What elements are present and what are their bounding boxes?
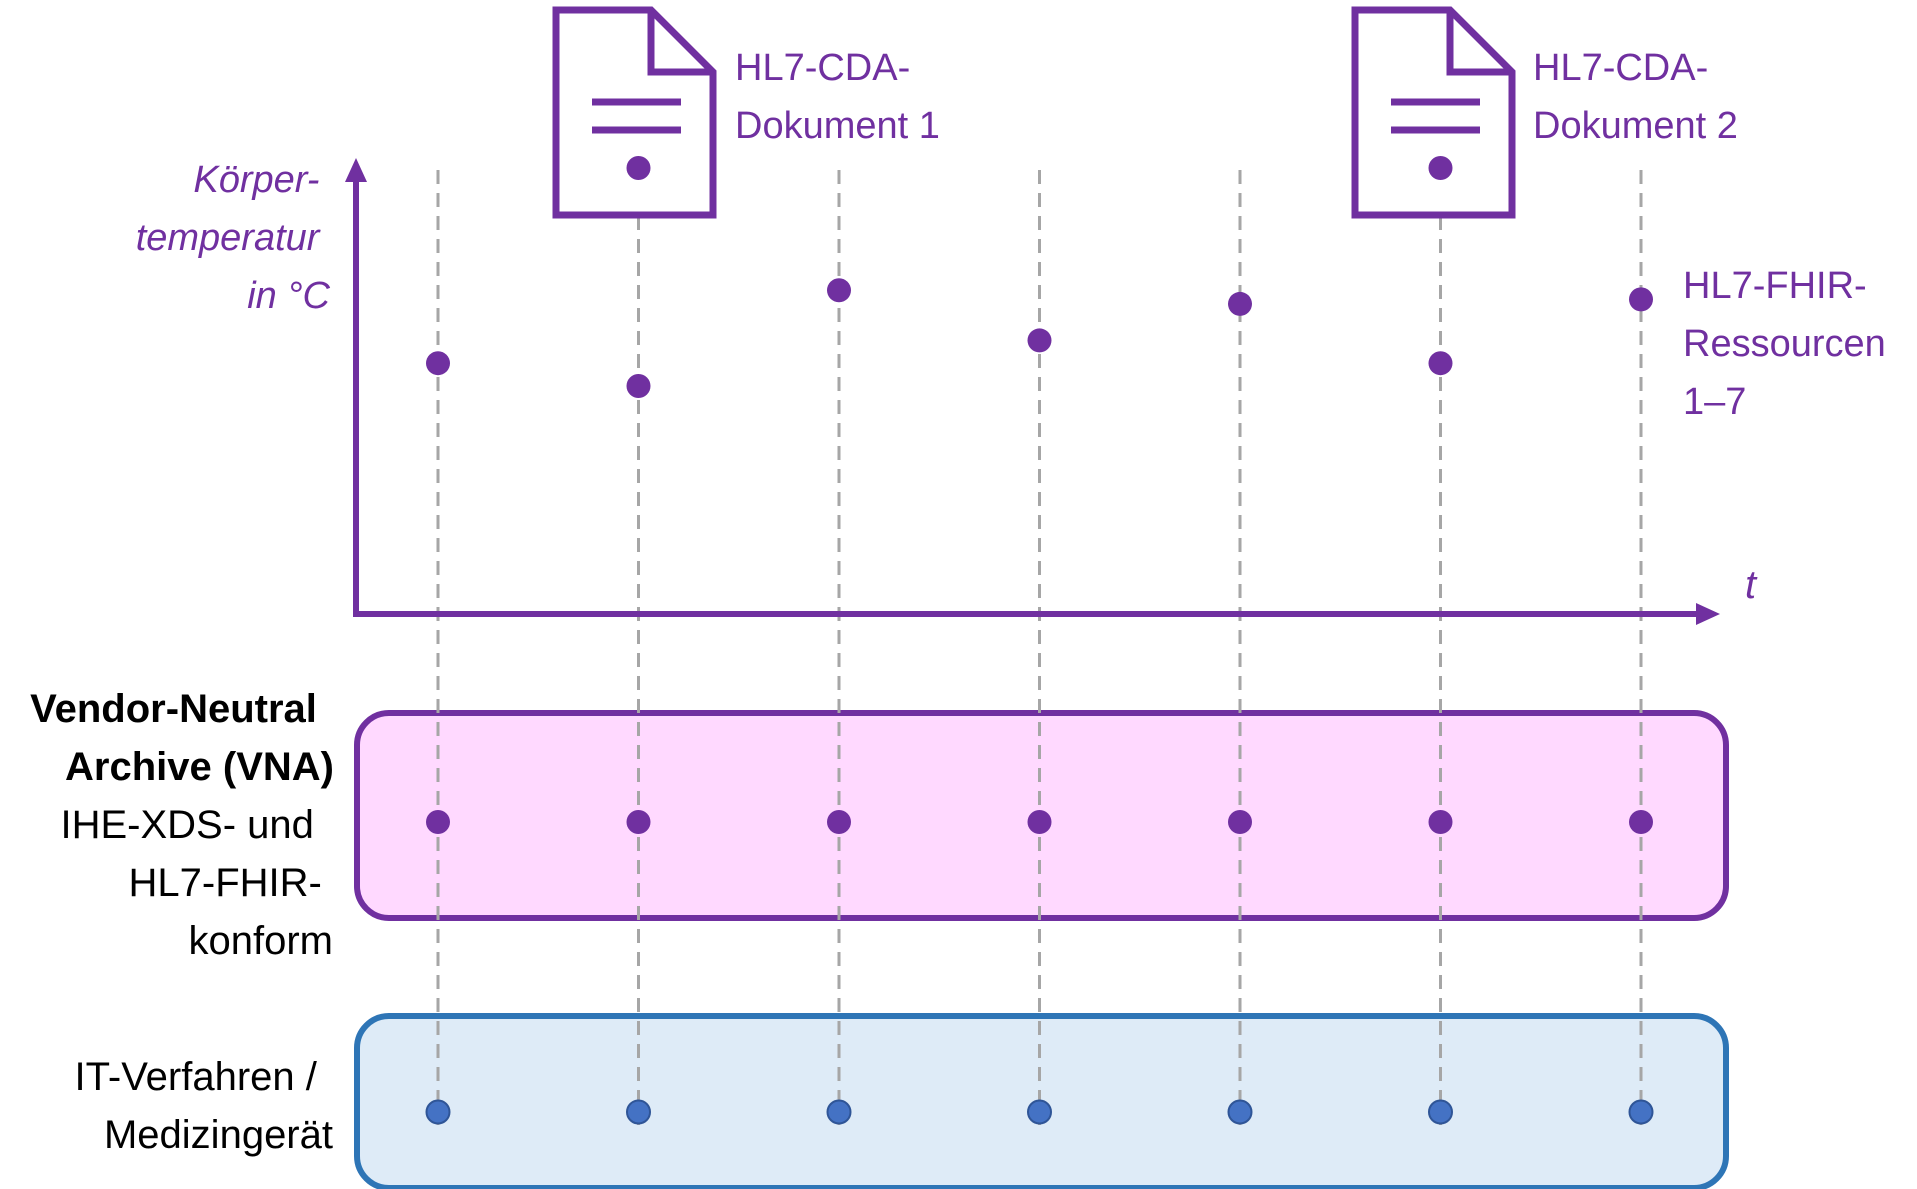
device-label: IT-Verfahren / Medizingerät <box>75 1055 333 1157</box>
x-axis-label: t <box>1745 563 1758 607</box>
y-axis <box>345 158 367 617</box>
document-icon <box>552 6 717 219</box>
measurement-point <box>426 351 450 376</box>
device-point <box>1628 1099 1654 1125</box>
y-axis-label: Körper- temperatur in °C <box>136 159 331 317</box>
measurement-point <box>1228 291 1252 316</box>
vna-title: Vendor-Neutral Archive (VNA) <box>30 687 334 789</box>
vna-point <box>1428 810 1453 834</box>
measurement-point <box>1428 351 1453 376</box>
measurement-point <box>1027 328 1052 353</box>
vna-point <box>1629 810 1653 834</box>
device-point <box>1027 1099 1052 1125</box>
document-point <box>1428 156 1453 180</box>
document-1-label: HL7-CDA- Dokument 1 <box>735 47 940 147</box>
document-2-label: HL7-CDA- Dokument 2 <box>1533 47 1738 147</box>
vna-point <box>1027 810 1052 834</box>
data-points <box>425 156 1654 1125</box>
vna-point <box>827 810 851 834</box>
measurement-point <box>827 278 851 303</box>
x-axis <box>353 603 1720 625</box>
device-point <box>425 1099 451 1125</box>
vna-subtitle: IHE-XDS- und HL7-FHIR- konform <box>60 803 333 963</box>
document-icon <box>1351 6 1516 219</box>
vna-point <box>626 810 651 834</box>
vna-point <box>426 810 450 834</box>
time-point-guides-overlay <box>436 170 1643 1125</box>
measurement-point <box>626 374 651 398</box>
device-point <box>826 1099 852 1125</box>
device-point <box>1428 1099 1453 1125</box>
fhir-resources-label: HL7-FHIR- Ressourcen 1–7 <box>1683 265 1896 423</box>
device-point <box>626 1099 651 1125</box>
document-point <box>626 156 651 180</box>
measurement-point <box>1629 287 1653 312</box>
vna-point <box>1228 810 1252 834</box>
device-point <box>1227 1099 1253 1125</box>
